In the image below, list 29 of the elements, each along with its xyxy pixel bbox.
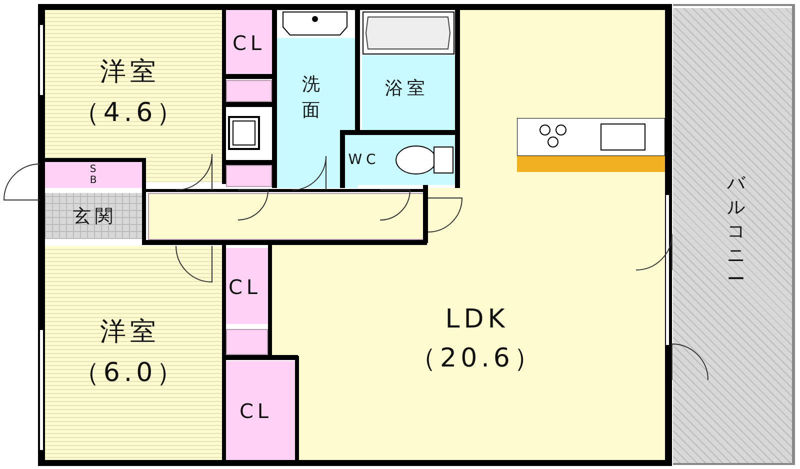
striped-room [45, 10, 222, 182]
closet [226, 361, 295, 461]
closet [226, 248, 268, 324]
room-label: 洋室 [100, 56, 160, 89]
striped-room [45, 246, 222, 462]
room-label: 洋室 [100, 316, 160, 349]
storage-room [45, 162, 142, 188]
entrance-room [45, 193, 145, 239]
room-size: （20.6） [410, 342, 544, 376]
closet [226, 165, 272, 187]
room-label: CL [228, 275, 262, 299]
closet [226, 80, 272, 102]
room-size: （6.0） [73, 357, 187, 390]
room-label: LDK [445, 304, 509, 334]
room-label: CL [239, 399, 273, 423]
room-label: バルコニー [727, 172, 745, 292]
room-label: CL [232, 31, 266, 55]
closet [226, 10, 272, 74]
balcony [673, 8, 795, 465]
room-size: （4.6） [73, 97, 187, 130]
hallway [148, 193, 426, 240]
room-label: 洗面 [302, 73, 320, 123]
room-label: 浴室 [385, 77, 429, 100]
room-label: 玄関 [73, 205, 117, 228]
room-label: SB [90, 164, 96, 186]
bathroom [362, 55, 455, 130]
living-room [270, 10, 665, 460]
room-label: WC [348, 152, 380, 168]
closet [226, 329, 268, 355]
